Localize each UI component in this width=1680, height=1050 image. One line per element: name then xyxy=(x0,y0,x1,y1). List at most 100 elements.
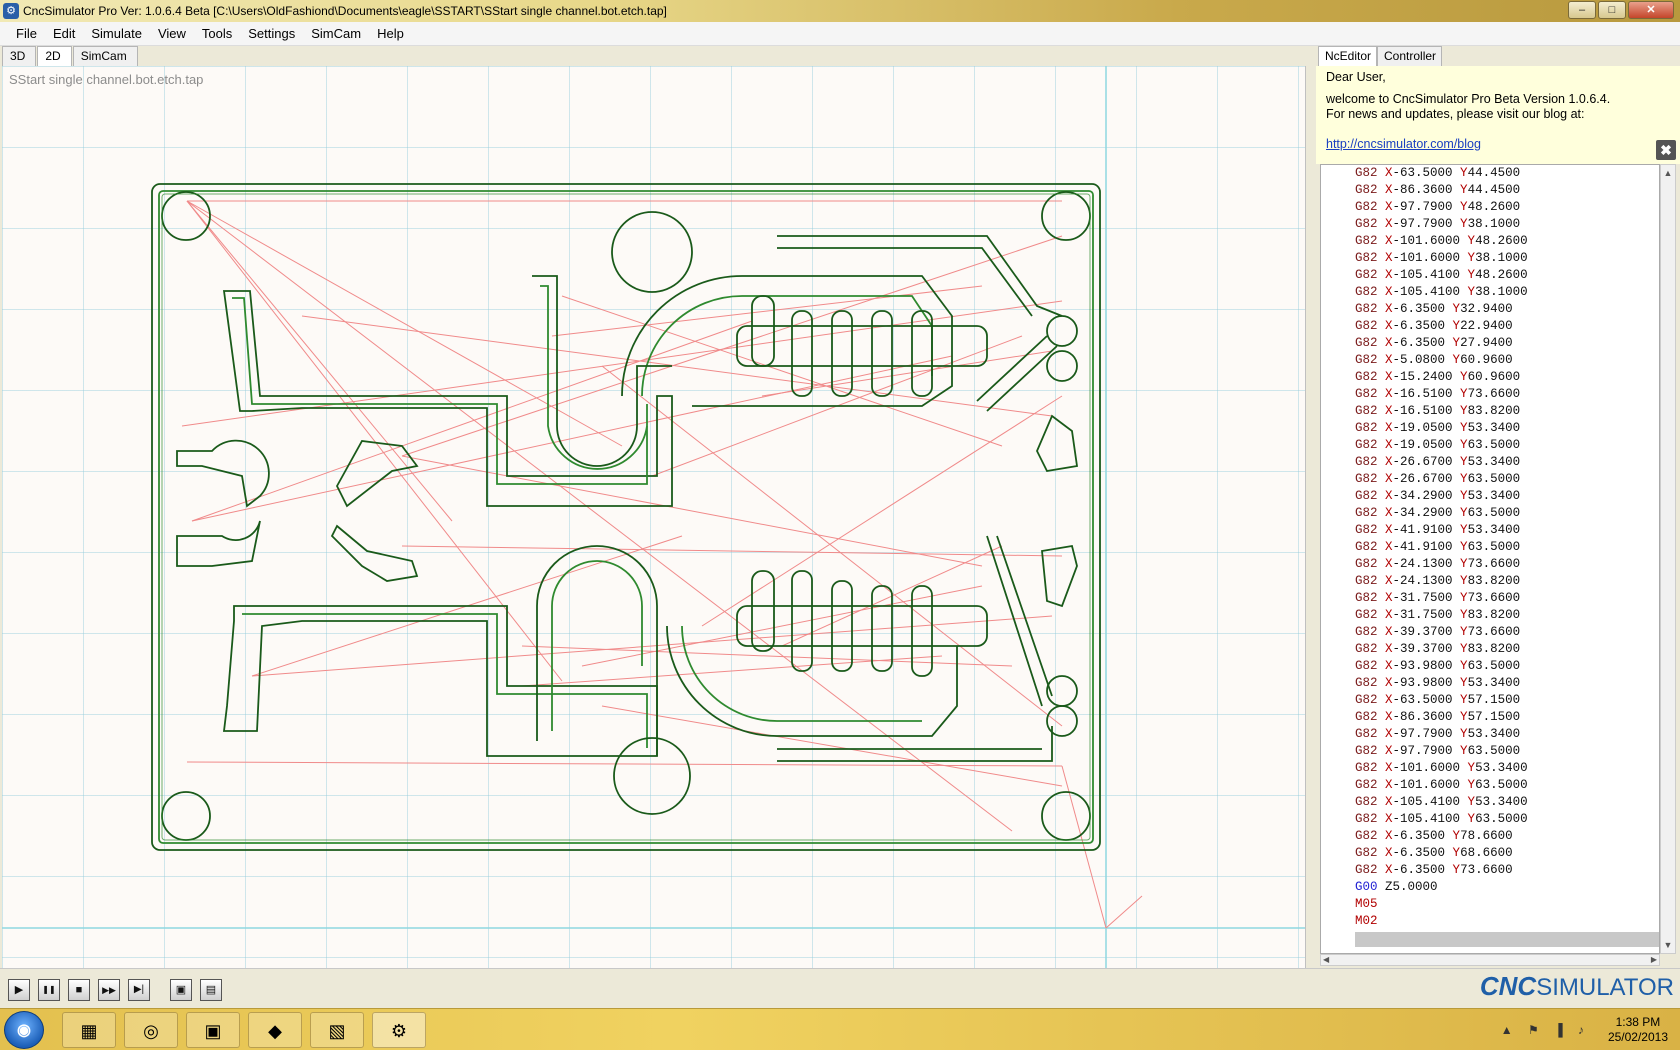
explorer-icon[interactable]: ▦ xyxy=(62,1012,116,1048)
scroll-right-icon[interactable]: ▶ xyxy=(1650,955,1657,964)
start-button[interactable]: ◉ xyxy=(4,1011,44,1049)
code-line[interactable]: G82 X-15.2400 Y60.9600 xyxy=(1355,370,1521,384)
code-line[interactable]: G82 X-97.7900 Y38.1000 xyxy=(1355,217,1521,231)
play-button[interactable]: ▶ xyxy=(8,979,30,1001)
app-icon-3[interactable]: ▣ xyxy=(186,1012,240,1048)
pause-button[interactable]: ❚❚ xyxy=(38,979,60,1001)
window-controls: – □ ✕ xyxy=(1568,1,1674,19)
menu-file[interactable]: File xyxy=(16,26,37,41)
welcome-message: Dear User, welcome to CncSimulator Pro B… xyxy=(1316,66,1680,164)
tab-simcam[interactable]: SimCam xyxy=(72,46,138,66)
chrome-icon[interactable]: ◎ xyxy=(124,1012,178,1048)
right-panel: NcEditor Controller Dear User, welcome t… xyxy=(1312,46,1680,968)
eagle-icon[interactable]: ◆ xyxy=(248,1012,302,1048)
code-line[interactable]: G82 X-97.7900 Y63.5000 xyxy=(1355,744,1521,758)
welcome-news: For news and updates, please visit our b… xyxy=(1326,107,1585,121)
code-line[interactable]: G82 X-63.5000 Y57.1500 xyxy=(1355,693,1521,707)
fast-forward-button[interactable]: ▶▶ xyxy=(98,979,120,1001)
code-line[interactable]: G82 X-101.6000 Y48.2600 xyxy=(1355,234,1528,248)
code-line[interactable]: G82 X-6.3500 Y78.6600 xyxy=(1355,829,1513,843)
code-line[interactable]: G82 X-39.3700 Y83.8200 xyxy=(1355,642,1521,656)
code-line[interactable]: G82 X-6.3500 Y22.9400 xyxy=(1355,319,1513,333)
scroll-down-icon[interactable]: ▼ xyxy=(1663,940,1673,950)
code-line[interactable]: G82 X-93.9800 Y53.3400 xyxy=(1355,676,1521,690)
tab-nceditor[interactable]: NcEditor xyxy=(1318,46,1378,66)
code-vertical-scrollbar[interactable]: ▲ ▼ xyxy=(1660,164,1676,954)
scroll-up-icon[interactable]: ▲ xyxy=(1663,168,1673,178)
code-line[interactable]: G82 X-31.7500 Y73.6600 xyxy=(1355,591,1521,605)
close-welcome-icon[interactable]: ✖ xyxy=(1656,140,1676,160)
tab-controller[interactable]: Controller xyxy=(1377,46,1443,66)
menu-view[interactable]: View xyxy=(157,26,186,41)
code-line[interactable]: G82 X-97.7900 Y53.3400 xyxy=(1355,727,1521,741)
code-line[interactable]: G82 X-26.6700 Y53.3400 xyxy=(1355,455,1521,469)
code-line[interactable]: G82 X-19.0500 Y63.5000 xyxy=(1355,438,1521,452)
code-line[interactable]: G82 X-105.4100 Y38.1000 xyxy=(1355,285,1528,299)
code-line[interactable]: G82 X-41.9100 Y53.3400 xyxy=(1355,523,1521,537)
code-line[interactable]: G82 X-101.6000 Y38.1000 xyxy=(1355,251,1528,265)
view-tabs: 3D 2D SimCam xyxy=(0,46,1310,66)
2d-viewport[interactable]: SStart single channel.bot.etch.tap xyxy=(2,66,1306,968)
code-line[interactable]: G82 X-34.2900 Y63.5000 xyxy=(1355,506,1521,520)
code-line[interactable]: G82 X-5.0800 Y60.9600 xyxy=(1355,353,1513,367)
tab-2d[interactable]: 2D xyxy=(37,46,72,66)
app-icon-5[interactable]: ▧ xyxy=(310,1012,364,1048)
current-line-highlight xyxy=(1355,932,1659,947)
code-line[interactable]: G82 X-97.7900 Y48.2600 xyxy=(1355,200,1521,214)
code-line[interactable]: M05 xyxy=(1355,897,1378,911)
code-line[interactable]: G82 X-86.3600 Y57.1500 xyxy=(1355,710,1521,724)
code-line[interactable]: G82 X-63.5000 Y44.4500 xyxy=(1355,166,1521,180)
code-line[interactable]: G82 X-16.5100 Y83.8200 xyxy=(1355,404,1521,418)
code-line[interactable]: G82 X-24.1300 Y73.6600 xyxy=(1355,557,1521,571)
menu-simcam[interactable]: SimCam xyxy=(311,26,362,41)
code-horizontal-scrollbar[interactable]: ◀ ▶ xyxy=(1320,954,1660,966)
app-icon[interactable]: ⚙ xyxy=(3,3,19,19)
menu-settings[interactable]: Settings xyxy=(248,26,296,41)
code-line[interactable]: G82 X-86.3600 Y44.4500 xyxy=(1355,183,1521,197)
code-line[interactable]: G82 X-105.4100 Y53.3400 xyxy=(1355,795,1528,809)
tab-3d[interactable]: 3D xyxy=(2,46,37,66)
menu-simulate[interactable]: Simulate xyxy=(91,26,142,41)
clock-date: 25/02/2013 xyxy=(1607,1030,1668,1044)
code-line[interactable]: G82 X-19.0500 Y53.3400 xyxy=(1355,421,1521,435)
code-line[interactable]: G82 X-24.1300 Y83.8200 xyxy=(1355,574,1521,588)
code-line[interactable]: G82 X-6.3500 Y27.9400 xyxy=(1355,336,1513,350)
view-options-button[interactable]: ▤ xyxy=(200,979,222,1001)
cncsimulator-taskbar-icon[interactable]: ⚙ xyxy=(372,1012,426,1048)
code-line[interactable]: G82 X-105.4100 Y63.5000 xyxy=(1355,812,1528,826)
maximize-button[interactable]: □ xyxy=(1598,1,1626,19)
code-line[interactable]: G82 X-16.5100 Y73.6600 xyxy=(1355,387,1521,401)
title-bar: ⚙ CncSimulator Pro Ver: 1.0.6.4 Beta [C:… xyxy=(0,0,1680,22)
code-line[interactable]: G82 X-26.6700 Y63.5000 xyxy=(1355,472,1521,486)
code-line[interactable]: G82 X-6.3500 Y68.6600 xyxy=(1355,846,1513,860)
code-line[interactable]: G82 X-101.6000 Y53.3400 xyxy=(1355,761,1528,775)
code-line[interactable]: G82 X-39.3700 Y73.6600 xyxy=(1355,625,1521,639)
code-line[interactable]: G82 X-93.9800 Y63.5000 xyxy=(1355,659,1521,673)
code-line[interactable]: G82 X-101.6000 Y63.5000 xyxy=(1355,778,1528,792)
blog-link[interactable]: http://cncsimulator.com/blog xyxy=(1326,137,1481,151)
fit-view-button[interactable]: ▣ xyxy=(170,979,192,1001)
code-line[interactable]: M02 xyxy=(1355,914,1378,928)
scroll-left-icon[interactable]: ◀ xyxy=(1323,955,1330,964)
code-line[interactable]: G82 X-6.3500 Y32.9400 xyxy=(1355,302,1513,316)
code-line[interactable]: G82 X-41.9100 Y63.5000 xyxy=(1355,540,1521,554)
canvas-filename: SStart single channel.bot.etch.tap xyxy=(9,72,204,87)
code-line[interactable]: G82 X-105.4100 Y48.2600 xyxy=(1355,268,1528,282)
clock[interactable]: 1:38 PM 25/02/2013 xyxy=(1608,1015,1668,1045)
menu-tools[interactable]: Tools xyxy=(201,26,233,41)
pcb-traces xyxy=(151,183,1101,851)
menu-help[interactable]: Help xyxy=(377,26,404,41)
cnc-simulator-logo: CNCSIMULATOR xyxy=(1479,971,1674,1001)
minimize-button[interactable]: – xyxy=(1568,1,1596,19)
menu-edit[interactable]: Edit xyxy=(52,26,76,41)
system-tray: ▲ ⚑ ▐ ♪ 1:38 PM 25/02/2013 xyxy=(1380,1009,1680,1050)
code-line[interactable]: G82 X-34.2900 Y53.3400 xyxy=(1355,489,1521,503)
close-button[interactable]: ✕ xyxy=(1628,1,1674,19)
tray-icons[interactable]: ▲ ⚑ ▐ ♪ xyxy=(1500,1023,1590,1037)
code-line[interactable]: G82 X-31.7500 Y83.8200 xyxy=(1355,608,1521,622)
code-line[interactable]: G82 X-6.3500 Y73.6600 xyxy=(1355,863,1513,877)
code-line[interactable]: G00 Z5.0000 xyxy=(1355,880,1438,894)
step-button[interactable]: ▶| xyxy=(128,979,150,1001)
stop-button[interactable]: ■ xyxy=(68,979,90,1001)
